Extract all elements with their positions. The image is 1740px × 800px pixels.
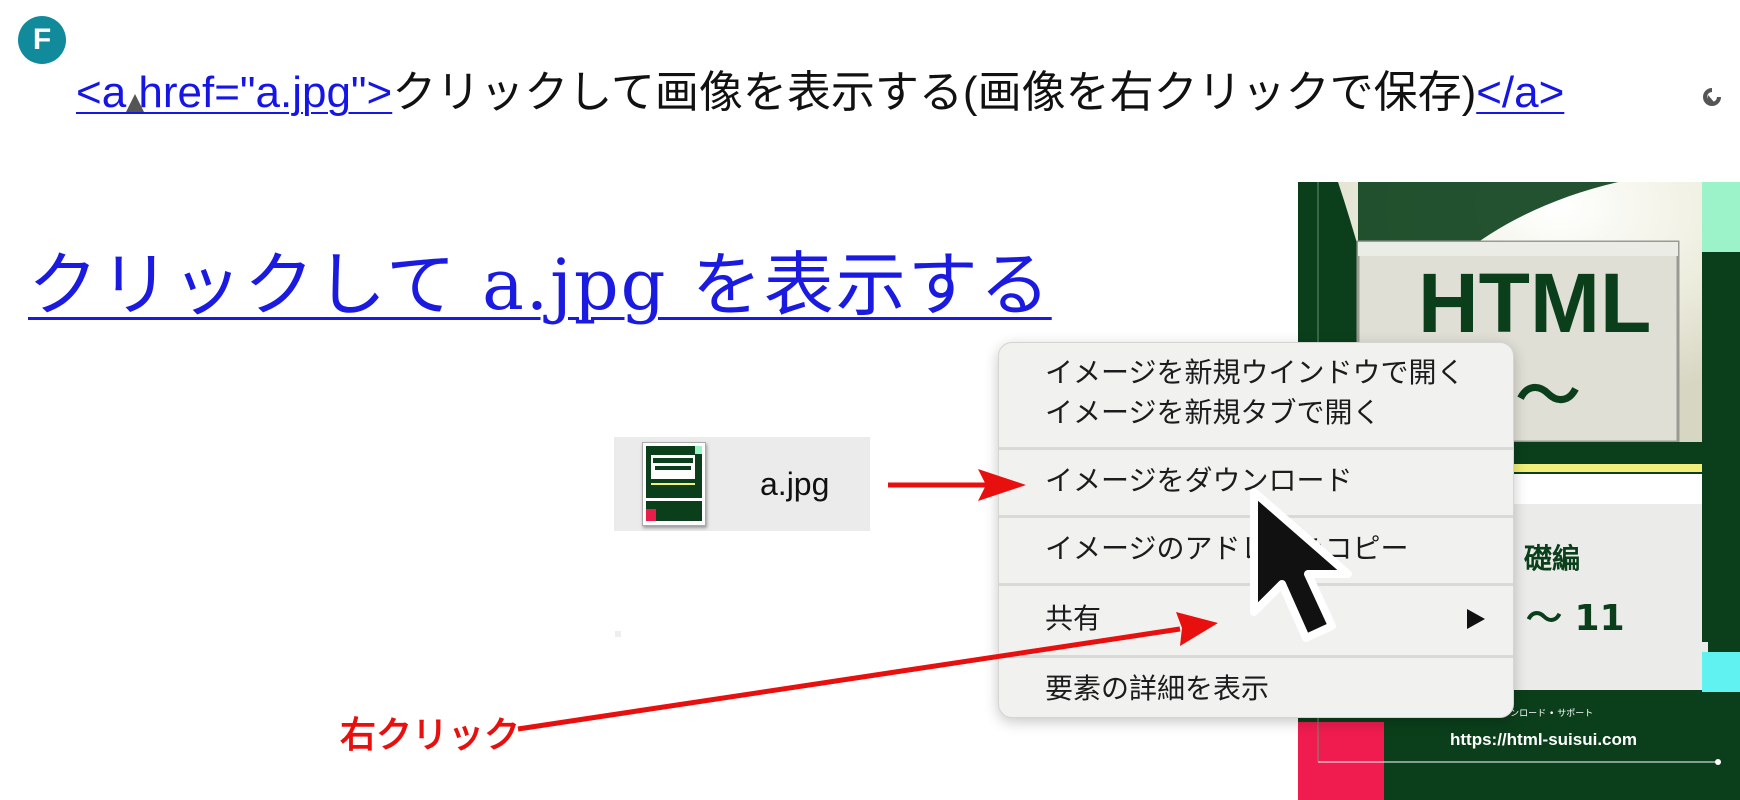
return-icon [1703, 88, 1721, 106]
code-link-text: クリックして画像を表示する(画像を右クリックで保存) [392, 68, 1477, 117]
file-thumbnail [642, 442, 706, 526]
divider-dot [615, 631, 621, 637]
menu-separator [999, 447, 1513, 450]
book-thumbnail-icon [643, 443, 705, 525]
logo-letter: F [32, 23, 52, 56]
book-range: 〜 11 [1526, 598, 1625, 639]
menu-open-new-window[interactable]: イメージを新規ウインドウで開く [1045, 357, 1465, 388]
code-open-tag: <a href="a.jpg"> [76, 68, 393, 117]
menu-share[interactable]: 共有 [1045, 603, 1102, 634]
image-link[interactable]: クリックして a.jpg を表示する [28, 244, 1052, 326]
book-url: https://html-suisui.com [1450, 730, 1637, 749]
caret-icon [126, 94, 144, 112]
file-name: a.jpg [760, 465, 830, 502]
menu-separator [999, 655, 1513, 658]
menu-copy-image-address[interactable]: イメージのアドレスをコピー [1045, 533, 1409, 564]
code-close-tag: </a> [1476, 68, 1565, 117]
submenu-arrow-icon [1467, 609, 1485, 629]
menu-open-new-tab[interactable]: イメージを新規タブで開く [1045, 397, 1381, 428]
menu-inspect-element[interactable]: 要素の詳細を表示 [1045, 673, 1270, 704]
downloaded-file[interactable]: a.jpg [614, 437, 870, 531]
menu-download-image[interactable]: イメージをダウンロード [1045, 465, 1353, 496]
book-title-line1: HTML [1418, 256, 1651, 350]
book-subtitle: 礎編 [1524, 542, 1580, 575]
book-cover-art: HTML スイ〜 礎編 〜 11 • データ・ダウンロード • サポート htt… [1298, 182, 1740, 800]
mouse-pointer-icon [1250, 488, 1352, 642]
logo-badge: F [18, 16, 66, 64]
right-click-annotation: 右クリック [340, 715, 521, 756]
code-example: <a href="a.jpg">クリックして画像を表示する(画像を右クリックで保… [76, 60, 1564, 126]
